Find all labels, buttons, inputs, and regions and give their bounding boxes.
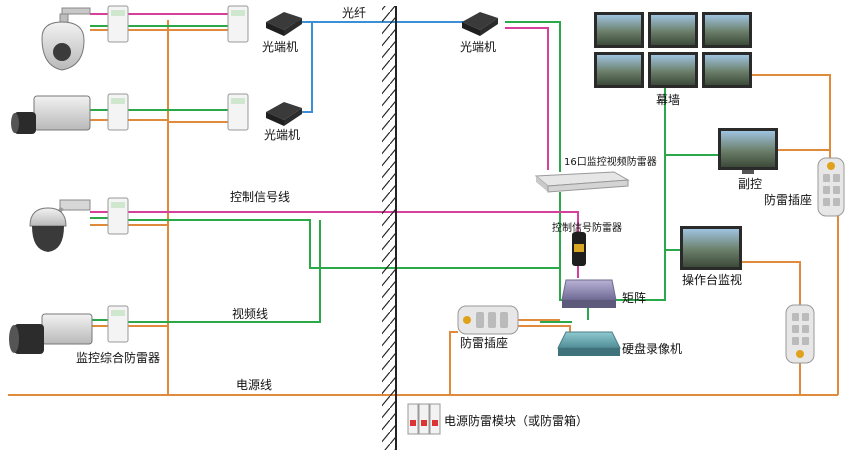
video-wall-label: 幕墙 [656,93,681,107]
control-signal-surge-label: 控制信号防雷器 [552,223,622,234]
power-surge-module-label: 电源防雷模块（或防雷箱） [444,414,589,428]
sub-control-label: 副控 [738,177,763,191]
building-wall [382,6,397,450]
combined-surge-protector-label: 监控综合防雷器 [76,351,161,365]
fiber-lines [292,21,470,113]
control-signal-line-label: 控制信号线 [230,190,291,204]
video-lines [90,21,724,323]
video-surge-16port-label: 16口监控视频防雷器 [564,157,657,168]
surge-socket-label: 防雷插座 [460,336,509,350]
ptz-dome-camera-icon [29,199,91,252]
speed-dome-camera-icon [41,7,91,71]
surge-protector-icon [227,5,249,131]
matrix-label: 矩阵 [622,291,647,305]
signal-surge-protector-icon [572,232,586,266]
box-camera-icon [11,95,91,134]
dvr-label: 硬盘录像机 [622,342,683,356]
power-strip-icon [785,304,815,364]
optical-transceiver-icon [266,102,302,126]
bullet-camera-icon [9,313,93,354]
matrix-switch-icon [561,279,617,308]
rack-surge-protector-icon [534,171,630,193]
video-line-label: 视频线 [232,307,269,321]
surge-socket-label: 防雷插座 [764,193,813,207]
dvr-icon [557,331,621,356]
video-wall-monitors [594,12,752,88]
optical-transceiver-label: 光端机 [460,40,497,54]
optical-transceiver-label: 光端机 [264,128,301,142]
monitor-icon [718,128,778,174]
monitor-icon [680,226,742,270]
fiber-label: 光纤 [342,6,367,20]
console-monitor-label: 操作台监视 [682,273,743,287]
power-line-label: 电源线 [236,378,273,392]
surge-protector-icon [107,5,129,343]
power-lines [8,20,839,396]
power-strip-icon [817,157,845,217]
power-surge-module-icon [407,403,441,435]
control-lines [90,13,579,278]
power-strip-icon [457,305,519,335]
optical-transceiver-icon [462,12,498,36]
optical-transceiver-label: 光端机 [262,40,299,54]
optical-transceiver-icon [266,12,302,36]
